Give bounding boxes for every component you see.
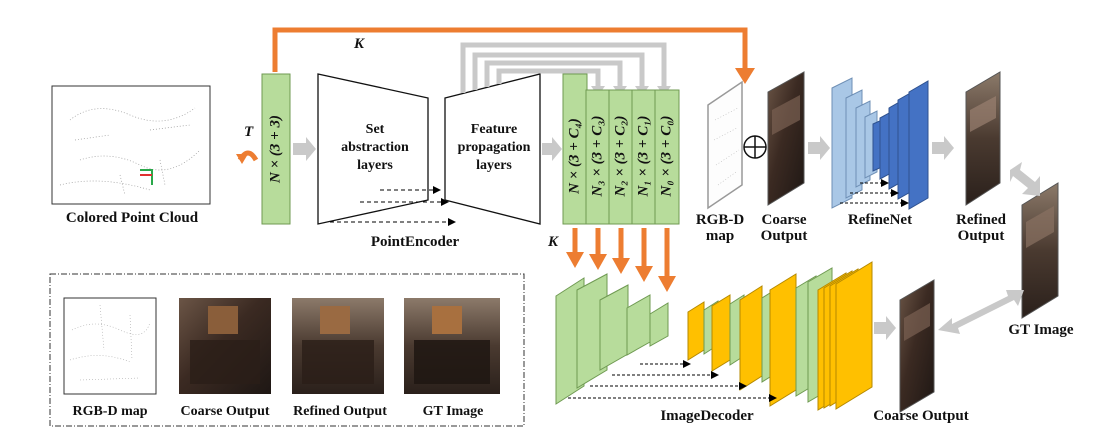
point-encoder-label: PointEncoder [370, 234, 460, 250]
rgbd-map-label: RGB-D map [690, 212, 750, 244]
coarse-output-line2: Output [760, 228, 808, 244]
transform-t-label: T [244, 124, 254, 140]
legend-gt-thumb [404, 298, 500, 394]
k-top-label: K [354, 36, 365, 52]
coarse-output-bottom-label: Coarse Output [873, 408, 969, 424]
coarse-output-line1: Coarse [761, 212, 807, 228]
k-down-arrows [566, 228, 676, 292]
gt-image-label: GT Image [1008, 322, 1074, 338]
refinenet-label: RefineNet [847, 212, 913, 228]
legend-coarse-label: Coarse Output [180, 404, 270, 419]
refined-output-line1: Refined [956, 212, 1006, 228]
colored-point-cloud-label: Colored Point Cloud [65, 210, 199, 226]
set-abstraction-trapezoid [317, 73, 429, 225]
feat2-label: N₂ × (3 + C₂) [612, 115, 629, 197]
colored-point-cloud-image [51, 85, 211, 205]
rgbd-map-line1: RGB-D [695, 212, 745, 228]
gray-skip-connections [460, 42, 667, 93]
concat-plus-icon [743, 135, 767, 159]
gt-image [1021, 182, 1059, 319]
k-skip-arrow [272, 27, 755, 84]
image-decoder-label: ImageDecoder [660, 408, 754, 424]
legend-refined-label: Refined Output [293, 404, 387, 419]
legend-rgbd-thumb [63, 297, 157, 395]
refined-output-label: Refined Output [948, 212, 1014, 244]
feature-propagation-trapezoid [444, 73, 541, 225]
legend-gt-label: GT Image [422, 404, 484, 419]
refined-output-line2: Output [957, 228, 1005, 244]
feature-blocks [562, 73, 680, 225]
feature-prop-line1: Feature [470, 122, 518, 137]
coarse-output-image-top [767, 71, 805, 206]
legend-refined-thumb [292, 298, 384, 394]
set-abstraction-line2: abstraction [341, 140, 409, 155]
refinenet-blocks [831, 77, 929, 210]
legend-rgbd-label: RGB-D map [72, 404, 148, 419]
legend-coarse-thumb [179, 298, 271, 394]
coarse-output-top-label: Coarse Output [752, 212, 816, 244]
set-abstraction-line3: layers [357, 158, 393, 173]
set-abstraction-label: Set abstraction layers [330, 122, 420, 174]
rgbd-map-line2: map [705, 228, 735, 244]
feat3-label: N₃ × (3 + C₃) [589, 115, 606, 197]
feat0-label: N₀ × (3 + C₀) [658, 115, 675, 197]
refined-output-image [965, 71, 1001, 206]
rgbd-map-plane [707, 80, 743, 210]
legend-box [49, 273, 525, 427]
feature-prop-line2: propagation [457, 140, 531, 155]
coarse-output-image-bottom [899, 279, 935, 413]
feature-propagation-label: Feature propagation layers [448, 122, 540, 174]
input-feature-block [261, 73, 291, 225]
k-left-label: K [548, 234, 559, 250]
comparison-arrows [938, 162, 1040, 334]
image-decoder-blocks [555, 261, 873, 411]
feat4-label: N × (3 + C₄) [566, 118, 583, 194]
input-dim-label: N × (3 + 3) [267, 115, 284, 183]
set-abstraction-line1: Set [365, 122, 385, 137]
feat1-label: N₁ × (3 + C₁) [635, 115, 652, 197]
feature-prop-line3: layers [476, 158, 512, 173]
